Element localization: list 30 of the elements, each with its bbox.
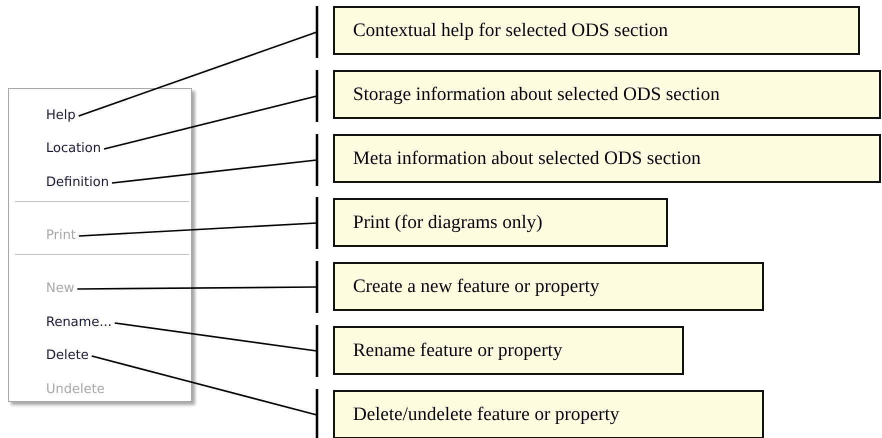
- callout-box: [333, 326, 684, 375]
- menu-item: Location: [46, 134, 101, 164]
- callout-box: [333, 198, 668, 247]
- callout-box: [333, 70, 881, 119]
- callout-text: Storage information about selected ODS section: [353, 84, 720, 106]
- callout-text: Create a new feature or property: [353, 276, 600, 298]
- leader-line: [78, 196, 318, 250]
- callout-text: Meta information about selected ODS section: [353, 148, 701, 170]
- leader-line: [104, 68, 318, 150]
- menu-item: New: [46, 274, 74, 304]
- leader-line: [114, 322, 318, 378]
- callout-box: [333, 6, 860, 55]
- menu-item: Undelete: [46, 375, 105, 405]
- leader-line: [77, 260, 318, 314]
- callout-box: [333, 390, 764, 438]
- context-menu: [8, 88, 192, 402]
- menu-item: Delete: [46, 341, 89, 371]
- callout-box: [333, 262, 764, 311]
- menu-item: Print: [46, 221, 76, 251]
- menu-item: Help: [46, 101, 76, 131]
- leader-line: [112, 132, 318, 188]
- callout-box: [333, 134, 881, 183]
- callout-text: Contextual help for selected ODS section: [353, 20, 668, 42]
- leader-line: [78, 4, 318, 117]
- menu-item: Rename...: [46, 308, 112, 338]
- callout-text: Rename feature or property: [353, 340, 562, 362]
- leader-line: [92, 355, 318, 438]
- callout-text: Delete/undelete feature or property: [353, 404, 620, 426]
- callout-text: Print (for diagrams only): [353, 212, 542, 234]
- menu-item: Definition: [46, 168, 109, 198]
